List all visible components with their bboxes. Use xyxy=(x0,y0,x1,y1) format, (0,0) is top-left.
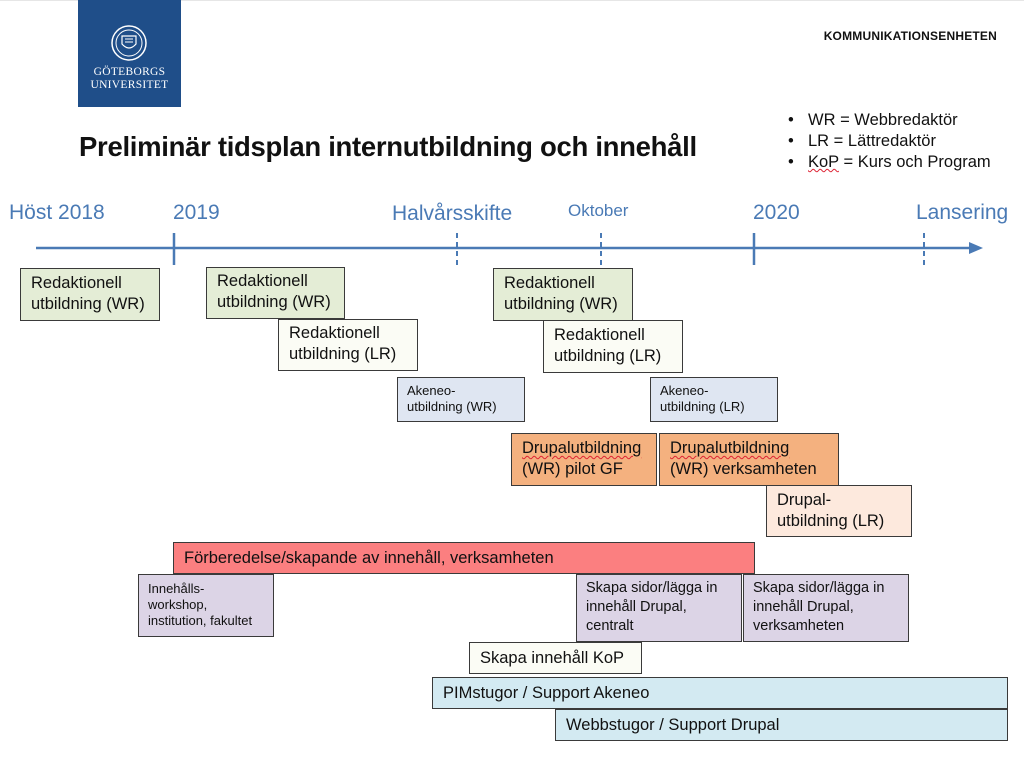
timeline-arrowhead xyxy=(969,242,983,254)
university-logo: GÖTEBORGS UNIVERSITET xyxy=(78,0,181,107)
abbreviation-legend: WR = Webbredaktör LR = Lättredaktör KoP … xyxy=(788,110,991,173)
box-innehalls-workshop: Innehålls-workshop,institution, fakultet xyxy=(138,574,274,637)
milestone-halvarsskifte: Halvårsskifte xyxy=(392,202,513,225)
box-drupal-verksamheten: Drupalutbildning(WR) verksamheten xyxy=(659,433,839,486)
department-label: KOMMUNIKATIONSENHETEN xyxy=(823,29,997,43)
milestone-oktober: Oktober xyxy=(568,201,629,220)
box-akeneo-lr: Akeneo-utbildning (LR) xyxy=(650,377,778,422)
milestone-host-2018: Höst 2018 xyxy=(9,201,105,224)
seal-icon xyxy=(111,25,147,61)
box-forberedelse: Förberedelse/skapande av innehåll, verks… xyxy=(173,542,755,574)
box-akeneo-wr: Akeneo-utbildning (WR) xyxy=(397,377,525,422)
legend-item-lr: LR = Lättredaktör xyxy=(788,131,991,152)
milestone-2019: 2019 xyxy=(173,201,220,224)
box-drupal-pilot: Drupalutbildning(WR) pilot GF xyxy=(511,433,657,486)
top-divider xyxy=(0,0,1024,1)
timeline-axis xyxy=(36,233,983,265)
box-pimstugor: PIMstugor / Support Akeneo xyxy=(432,677,1008,709)
logo-line1: GÖTEBORGS xyxy=(93,66,166,78)
box-skapa-innehall-kop: Skapa innehåll KoP xyxy=(469,642,642,674)
legend-item-wr: WR = Webbredaktör xyxy=(788,110,991,131)
box-webbstugor: Webbstugor / Support Drupal xyxy=(555,709,1008,741)
page-title: Preliminär tidsplan internutbildning och… xyxy=(79,131,697,162)
milestone-lansering: Lansering xyxy=(916,201,1009,224)
logo-line2: UNIVERSITET xyxy=(90,79,169,91)
box-drupal-lr: Drupal-utbildning (LR) xyxy=(766,485,912,537)
milestone-2020: 2020 xyxy=(753,201,800,224)
legend-item-kop: KoP = Kurs och Program xyxy=(788,152,991,173)
